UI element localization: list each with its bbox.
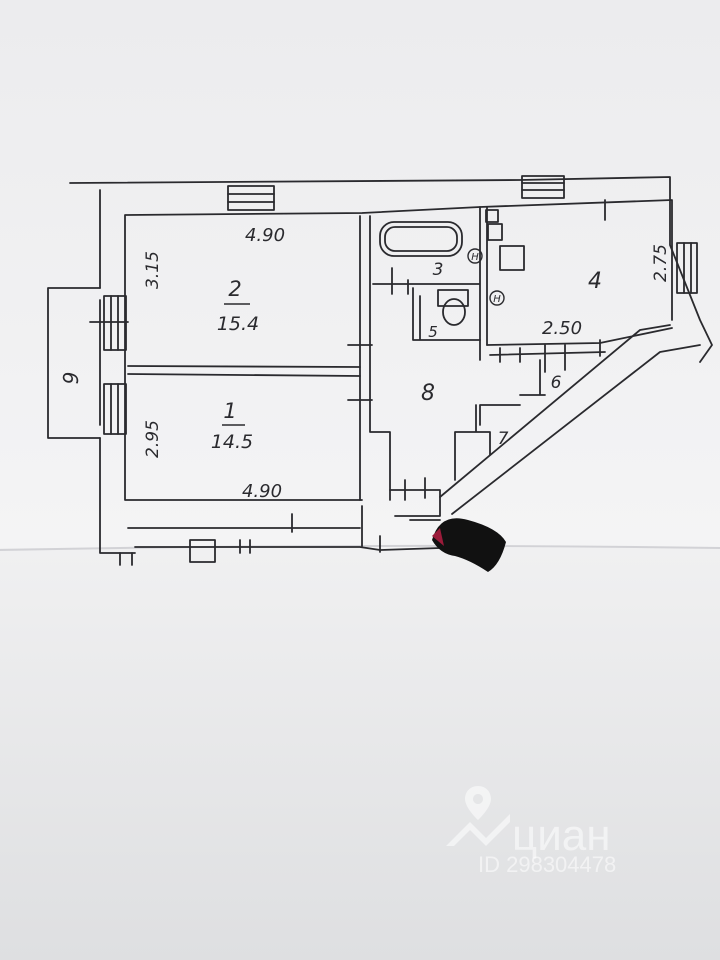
room-6-number: 6 [551, 373, 562, 393]
room-7-number: 7 [498, 429, 509, 449]
kitchen-unit [487, 223, 503, 241]
toilet-bowl [442, 298, 466, 326]
bathtub-inner [384, 226, 458, 252]
wall-hall-left [359, 215, 391, 547]
kitchen-door [599, 199, 606, 357]
watermark-listing-id: ID 298304478 [478, 852, 616, 877]
balcony [47, 287, 101, 439]
window-left-room2 [89, 295, 129, 351]
window-top-kitchen [521, 175, 565, 199]
redaction-mark [432, 518, 506, 572]
sink-small [485, 209, 499, 223]
watermark-brand: циан [512, 811, 611, 860]
dimension-room2-height: 3.15 [143, 251, 163, 289]
room-1-number: 1 [223, 399, 236, 423]
diagonal-wall [439, 324, 701, 515]
location-pin-icon [446, 786, 510, 846]
window-left-room1 [103, 383, 127, 435]
bottom-stubs [119, 513, 293, 566]
paper-lower [0, 548, 720, 960]
door-ticks [404, 344, 566, 501]
hall-door-ticks [347, 344, 373, 401]
room-4-number: 4 [588, 269, 602, 294]
basin-tap-circle [489, 290, 505, 306]
stove [499, 245, 525, 271]
toilet-tank [437, 289, 469, 307]
entrance [379, 489, 441, 553]
room-3-number: 3 [433, 260, 444, 280]
room-1-area: 14.5 [211, 431, 253, 453]
paper-fold [0, 544, 720, 551]
dimension-room2-width: 4.90 [245, 225, 285, 246]
bath-tap-label: H [471, 252, 479, 263]
dimension-room1-height: 2.95 [143, 420, 163, 458]
partition-rooms-1-2 [127, 365, 361, 377]
floor-plan [47, 175, 713, 566]
window-top-room2 [227, 185, 275, 211]
bath-tap-circle [467, 248, 483, 264]
bathroom-walls [372, 206, 488, 361]
room-2-area: 15.4 [217, 313, 259, 335]
corridor-walls [454, 359, 546, 481]
door-bathroom [391, 267, 409, 295]
watermark: циан ID 298304478 [446, 786, 616, 877]
room-5-number: 5 [428, 323, 438, 341]
room-8-number: 8 [421, 381, 435, 406]
dimension-room1-width: 4.90 [242, 481, 282, 502]
bathtub [379, 221, 463, 257]
toilet-walls [412, 287, 481, 341]
window-right-kitchen [676, 242, 698, 294]
room-9-number: 9 [59, 372, 83, 385]
basin-tap-label: H [493, 294, 501, 305]
dimension-room4-width: 2.50 [542, 318, 582, 339]
room-2-number: 2 [228, 277, 241, 301]
outer-wall-outer [69, 176, 713, 554]
dimension-room4-height: 2.75 [651, 244, 671, 282]
